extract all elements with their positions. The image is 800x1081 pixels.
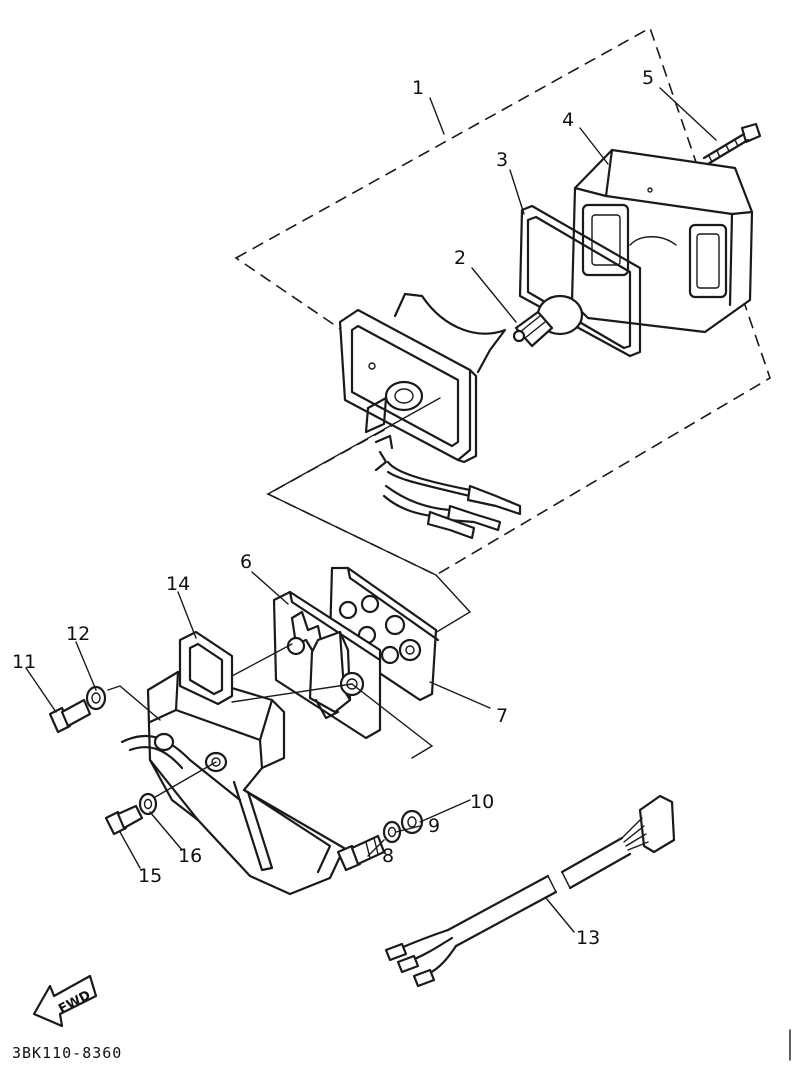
part-3-gasket <box>518 204 642 358</box>
callout-9: 9 <box>428 815 440 837</box>
callout-16: 16 <box>178 845 202 867</box>
callout-3: 3 <box>496 149 508 171</box>
part-7-plate <box>328 566 440 702</box>
callout-13: 13 <box>576 927 600 949</box>
light-base-housing <box>338 292 507 472</box>
callout-leaders <box>25 87 717 933</box>
part-12-washer <box>85 685 107 711</box>
part-8-bolt <box>336 834 386 872</box>
part-10-nut <box>400 809 424 835</box>
part-9-washer <box>382 820 402 844</box>
callout-1: 1 <box>412 77 424 99</box>
drawing-code: 3BK110-8360 <box>12 1044 122 1062</box>
part-15-bolt <box>104 804 144 836</box>
callout-11: 11 <box>12 651 36 673</box>
callout-7: 7 <box>496 705 508 727</box>
part-16-washer <box>138 792 158 816</box>
fwd-arrow-icon: FWD <box>32 974 98 1028</box>
callout-4: 4 <box>562 109 574 131</box>
callout-14: 14 <box>166 573 190 595</box>
tail-light-wires <box>382 460 522 540</box>
callout-6: 6 <box>240 551 252 573</box>
callout-15: 15 <box>138 865 162 887</box>
callout-12: 12 <box>66 623 90 645</box>
callout-5: 5 <box>642 67 654 89</box>
part-5-screw <box>702 122 762 166</box>
part-13-wire-harness <box>384 794 676 988</box>
part-2-bulb <box>512 294 584 348</box>
callout-8: 8 <box>382 845 394 867</box>
part-6-bracket <box>272 590 382 740</box>
callout-2: 2 <box>454 247 466 269</box>
callout-10: 10 <box>470 791 494 813</box>
part-11-bolt <box>48 698 92 734</box>
part-4-lens <box>570 148 754 334</box>
